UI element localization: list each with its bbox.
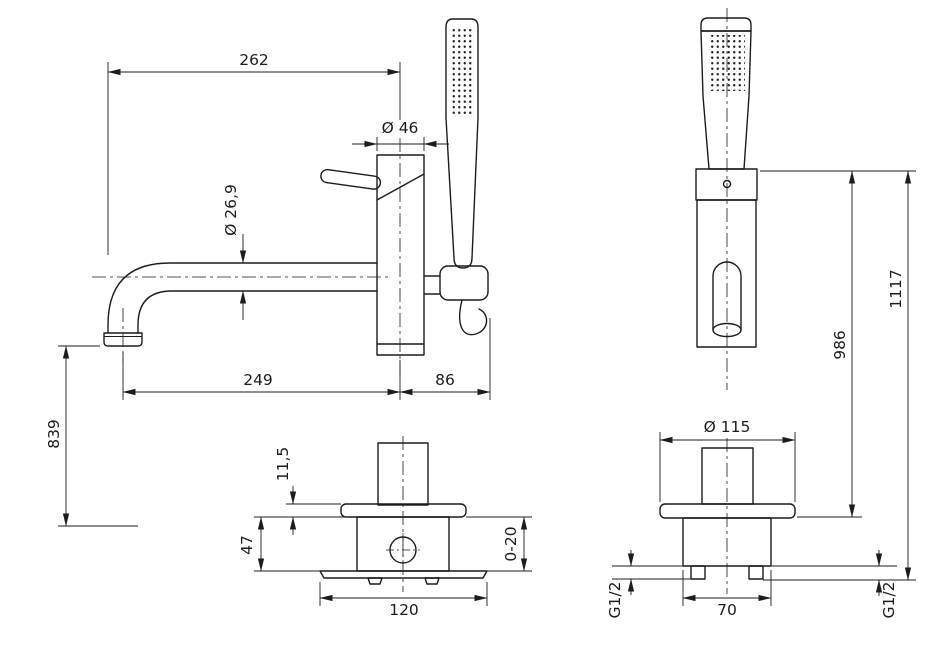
thread-tail-left	[690, 565, 706, 580]
dim-249-label: 249	[243, 371, 273, 389]
lever-handle	[320, 168, 382, 190]
outlet-opening	[712, 322, 742, 338]
hose-outlet-crosshair	[386, 533, 420, 567]
cap-seam	[376, 173, 425, 201]
outlet-slot	[712, 261, 742, 331]
column-base-object	[659, 438, 796, 594]
spray-face-dots-front	[708, 35, 745, 91]
mounting-plate	[319, 570, 488, 579]
base-escutcheon	[659, 503, 796, 519]
front-view-object	[319, 436, 488, 592]
dim-020-label: 0-20	[502, 526, 520, 561]
front-view-dimensions: 11,5 47 0-20 120	[238, 447, 532, 619]
shower-column-view: Ø 115 986 1117 70 G1/2 G1/2	[606, 8, 916, 619]
dim-262-label: 262	[239, 51, 269, 69]
dim-986-label: 986	[831, 330, 849, 360]
mounting-feet	[367, 577, 440, 585]
lever-rod	[320, 168, 382, 190]
side-view-dimensions: 262 Ø 46 Ø 26,9 249 86 839	[45, 51, 491, 527]
dim-86-label: 86	[435, 371, 455, 389]
dim-120-ext	[319, 582, 488, 606]
dim-70-label: 70	[717, 601, 737, 619]
dim-g12-right-label: G1/2	[880, 582, 898, 619]
side-view-mixer: 262 Ø 46 Ø 26,9 249 86 839	[45, 18, 491, 527]
shower-hose	[458, 299, 488, 336]
escutcheon-front	[340, 503, 467, 518]
column-dimensions: Ø 115 986 1117 70 G1/2 G1/2	[606, 170, 916, 619]
bracket-screw	[722, 179, 732, 189]
dim-d46-label: Ø 46	[382, 119, 419, 137]
dim-1117-label: 1117	[887, 269, 905, 308]
aerator	[103, 332, 143, 347]
dim-d269-label: Ø 26,9	[222, 184, 240, 236]
spout-inner-edge	[137, 290, 378, 334]
dim-115-label: 11,5	[274, 447, 292, 482]
dim-120-label: 120	[389, 601, 419, 619]
shower-head-cap	[700, 17, 752, 32]
side-view-object	[92, 18, 489, 374]
dim-47-label: 47	[238, 535, 256, 555]
spray-face-dots	[450, 26, 474, 114]
shower-holder	[439, 265, 489, 301]
dim-d115-ext	[659, 432, 796, 502]
spout-outer-edge	[107, 262, 378, 334]
dim-d115-label: Ø 115	[704, 418, 751, 436]
mixer-body	[376, 154, 425, 356]
base-body	[682, 517, 772, 567]
dim-g12-left-label: G1/2	[606, 582, 624, 619]
body-column-front	[377, 442, 429, 506]
thread-tail-right	[748, 565, 764, 580]
dim-g12-left-ext	[612, 565, 691, 580]
column-object	[695, 8, 758, 390]
dim-839-label: 839	[45, 419, 63, 449]
holder-arm	[423, 275, 441, 295]
holder-bracket-front	[695, 168, 758, 201]
column-body	[696, 199, 757, 348]
base-column	[701, 447, 754, 505]
front-view-mixer: 11,5 47 0-20 120	[238, 436, 532, 619]
